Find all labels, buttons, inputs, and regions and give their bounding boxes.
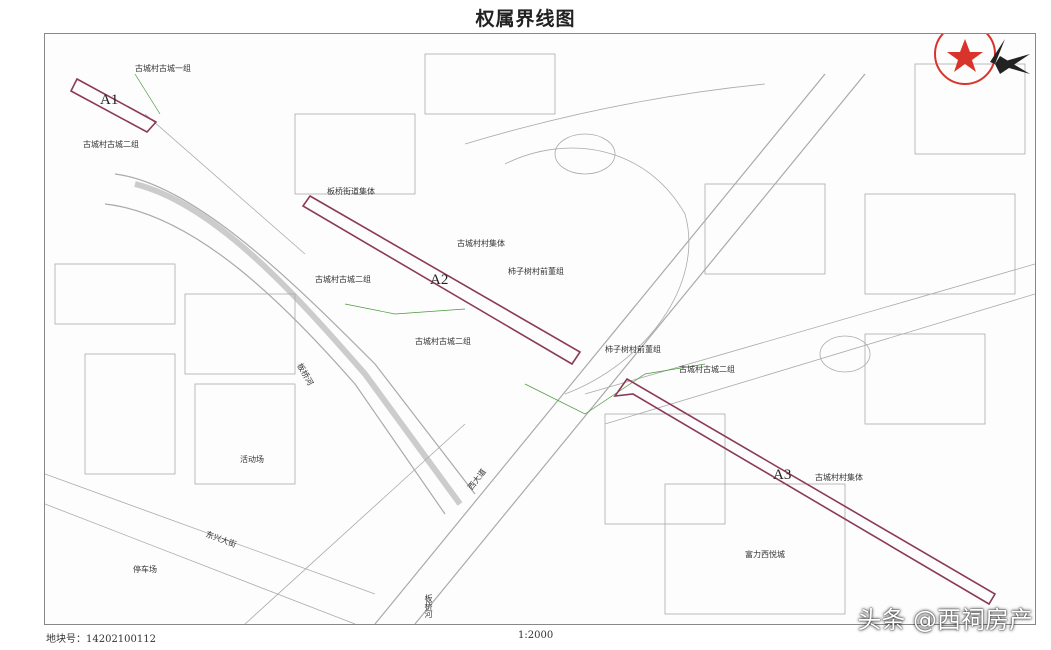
road [244, 423, 466, 624]
map-canvas[interactable]: A1 A2 A3 古城村古城一组 古城村古城二组 板桥街道集体 古城村村集体 古… [44, 33, 1036, 625]
label-group1: 古城村古城一组 [135, 64, 191, 73]
label-shizishu: 柿子树村前董组 [605, 345, 661, 354]
road [464, 83, 766, 145]
road [45, 503, 356, 624]
parcel-a1-boundary [69, 77, 158, 134]
river-bank [104, 203, 446, 515]
river-bank [114, 173, 476, 495]
map-drawing [45, 34, 1035, 624]
map-title: 权属界线图 [475, 8, 576, 30]
road [374, 73, 826, 624]
watermark: 头条 @西祠房产 [857, 606, 1033, 634]
road [604, 293, 1035, 425]
parcel-a2-boundary [301, 194, 582, 366]
label-estate: 富力西悦城 [745, 550, 785, 559]
river [134, 181, 463, 506]
parcel-a3-label[interactable]: A3 [773, 467, 792, 483]
road [414, 73, 866, 624]
label-group2: 古城村古城二组 [679, 365, 735, 374]
label-activity: 活动场 [240, 455, 264, 464]
road [144, 113, 306, 255]
label-group2: 古城村古城二组 [315, 275, 371, 284]
label-parking: 停车场 [133, 565, 157, 574]
road [584, 263, 1035, 395]
label-group2: 古城村古城二组 [83, 140, 139, 149]
label-village-collective: 古城村村集体 [457, 239, 505, 248]
label-river: 板桥河 [424, 594, 433, 618]
parcel-a1-label[interactable]: A1 [100, 92, 119, 108]
parcel-a2-label[interactable]: A2 [430, 272, 449, 288]
ownership-lines [134, 73, 706, 415]
label-shizishu: 柿子树村前董组 [508, 267, 564, 276]
north-arrow-icon [990, 39, 1030, 74]
road [45, 473, 376, 595]
ownership-seal [934, 34, 996, 85]
label-group2: 古城村古城二组 [415, 337, 471, 346]
label-village-collective: 古城村村集体 [815, 473, 863, 482]
parcel-number: 地块号：14202100112 [46, 634, 156, 645]
label-street-collective: 板桥街道集体 [327, 187, 375, 196]
map-scale: 1:2000 [518, 630, 554, 641]
parcel-a3-boundary [613, 377, 997, 606]
